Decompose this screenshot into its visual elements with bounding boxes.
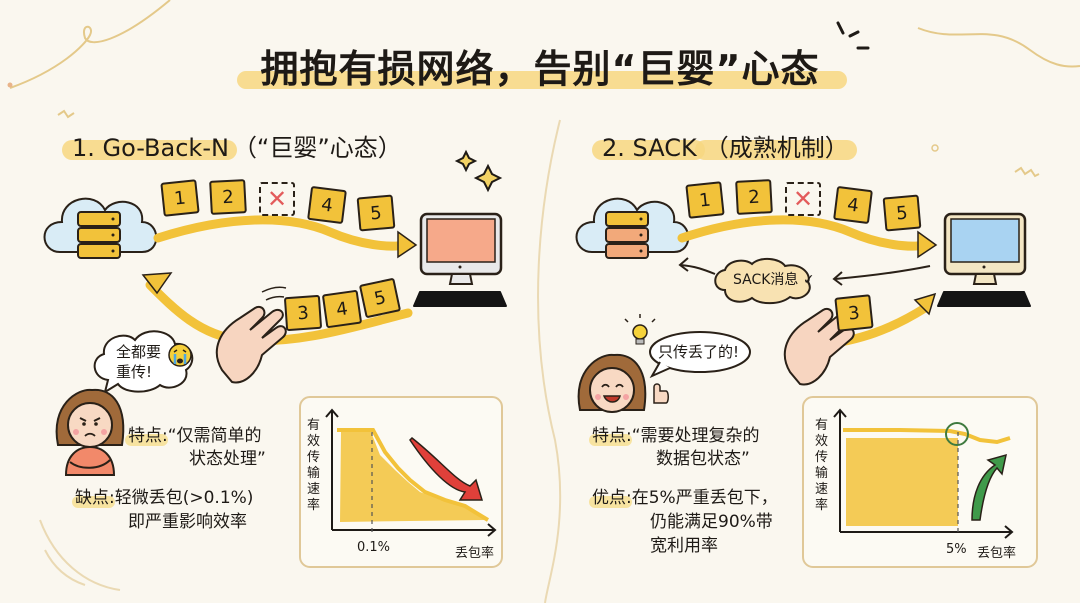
packet-1: 1: [685, 181, 725, 219]
gbn-drawback-line2: 即严重影响效率: [128, 512, 247, 532]
thumbs-up-icon: [653, 383, 669, 404]
packet-5: 5: [356, 194, 396, 232]
gbn-drawback: 缺点:轻微丢包(>0.1%): [75, 488, 254, 508]
highlight-circle: [945, 422, 969, 446]
sack-throughput-area: [846, 438, 958, 526]
sack-feature-line2: 数据包状态”: [656, 449, 750, 469]
receiver-computer-icon: [937, 212, 1031, 307]
packet-3-lost: ✕: [259, 182, 295, 216]
sack-feature: 特点:“需要处理复杂的: [592, 426, 760, 446]
sparkle-icon: [454, 149, 478, 173]
hand-icon: [215, 306, 287, 384]
retransmit-packet-3: 3: [834, 294, 874, 332]
server-icon: [77, 211, 121, 259]
chart-xlabel: 丢包率: [455, 546, 495, 561]
chart-xlabel: 丢包率: [977, 546, 1017, 561]
angry-girl-avatar: [55, 388, 125, 476]
packet-4: 4: [833, 185, 873, 225]
page-title: 拥抱有损网络，告别“巨婴”心态: [0, 38, 1080, 93]
forward-arrow: [153, 215, 410, 251]
section-heading-sack: 2. SACK（成熟机制）: [598, 128, 853, 163]
chart-xtick: 5%: [946, 542, 967, 557]
speech-bubble: [93, 330, 194, 395]
retransmit-packet-4: 4: [321, 289, 363, 329]
sparkle-icon: [473, 163, 503, 193]
speech-bubble-text: 只传丢了的!: [658, 343, 740, 361]
section-heading-go-back-n: 1. Go-Back-N（“巨婴”心态）: [68, 128, 402, 163]
speech-bubble-text: 全都要 重传!: [116, 343, 162, 381]
sack-return-arrow: [834, 265, 931, 280]
sack-message-cloud: [714, 258, 811, 305]
packet-4: 4: [307, 185, 347, 225]
receiver-computer-icon: [413, 212, 507, 307]
crying-face-icon: [168, 343, 192, 367]
chart-xtick: 0.1%: [357, 540, 391, 555]
gbn-throughput-area: [340, 432, 485, 522]
retransmit-packet-3: 3: [283, 294, 323, 332]
packet-1: 1: [160, 179, 200, 217]
chart-ylabel: 有效传输速率: [815, 418, 829, 513]
decorative-squiggle: [9, 0, 171, 89]
speech-bubble: [649, 331, 751, 373]
up-arrow-icon: [971, 453, 1007, 521]
sack-advantage-line3: 宽利用率: [650, 536, 718, 556]
packet-2: 2: [209, 179, 247, 215]
forward-arrow: [677, 215, 930, 251]
gbn-feature: 特点:“仅需简单的: [128, 426, 262, 446]
sack-advantage-line2: 仍能满足90%带: [650, 512, 773, 532]
sack-advantage: 优点:在5%严重丢包下，: [592, 488, 778, 508]
lightbulb-icon: [624, 314, 656, 345]
server-icon: [605, 211, 649, 259]
packet-5: 5: [882, 194, 922, 232]
packet-2: 2: [735, 179, 773, 215]
chart-ylabel: 有效传输速率: [307, 418, 321, 513]
gbn-feature-line2: 状态处理”: [189, 449, 266, 469]
sack-message-label: SACK消息 ✓: [733, 272, 815, 288]
packet-3-lost: ✕: [785, 182, 821, 216]
happy-girl-avatar: [577, 353, 647, 413]
down-arrow-icon: [409, 436, 484, 501]
